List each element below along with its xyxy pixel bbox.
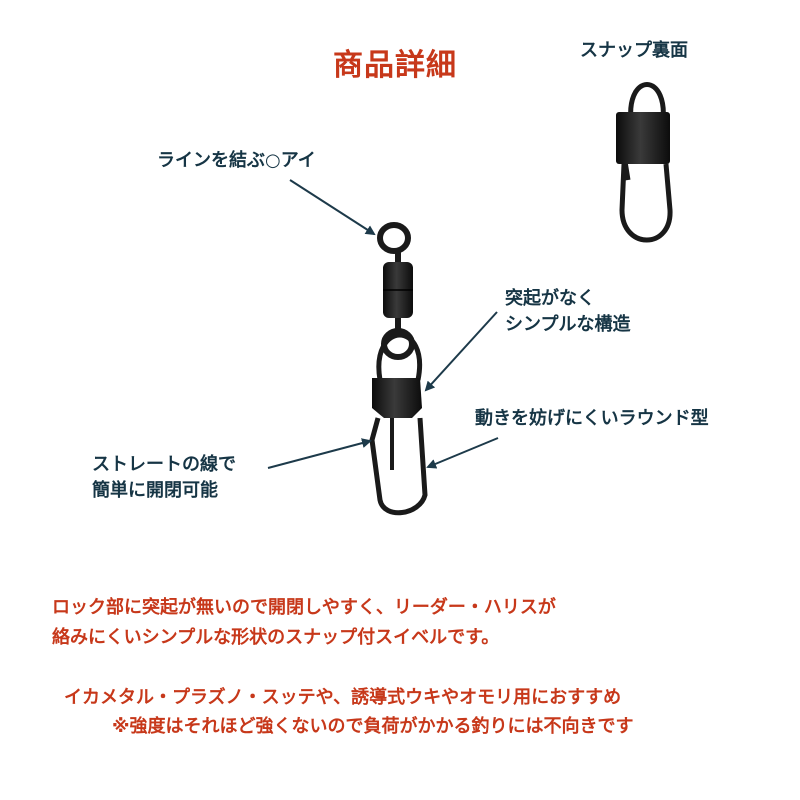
label-no-protrusion-line2: シンプルな構造 (505, 314, 631, 335)
snap-clip (369, 332, 428, 516)
description-line3: イカメタル・プラズノ・スッテや、誘導式ウキやオモリ用におすすめ (64, 687, 622, 708)
arrow-straight-line (267, 438, 372, 469)
label-no-protrusion-line1: 突起がなく (505, 288, 595, 309)
description-line2: 絡みにくいシンプルな形状のスナップ付スイベルです。 (52, 627, 500, 648)
swivel-barrel (383, 262, 413, 318)
description-line1: ロック部に突起が無いので開閉しやすく、リーダー・ハリスが (52, 597, 556, 618)
swivel-eye-ring (377, 222, 411, 264)
label-round-shape: 動きを妨げにくいラウンド型 (475, 408, 709, 429)
label-straight-line2: 簡単に開閉可能 (92, 480, 218, 501)
arrow-line-eye (289, 179, 376, 236)
label-straight-line1: ストレートの線で (92, 454, 236, 475)
snap-back-view (616, 82, 673, 243)
label-line-eye: ラインを結ぶ○アイ (157, 150, 316, 171)
label-snap-back: スナップ裏面 (580, 40, 688, 61)
page-title: 商品詳細 (333, 48, 457, 83)
description-line4: ※強度はそれほど強くないので負荷がかかる釣りには不向きです (112, 716, 634, 737)
arrow-round-shape (426, 437, 499, 469)
arrow-no-protrusion (424, 311, 498, 392)
